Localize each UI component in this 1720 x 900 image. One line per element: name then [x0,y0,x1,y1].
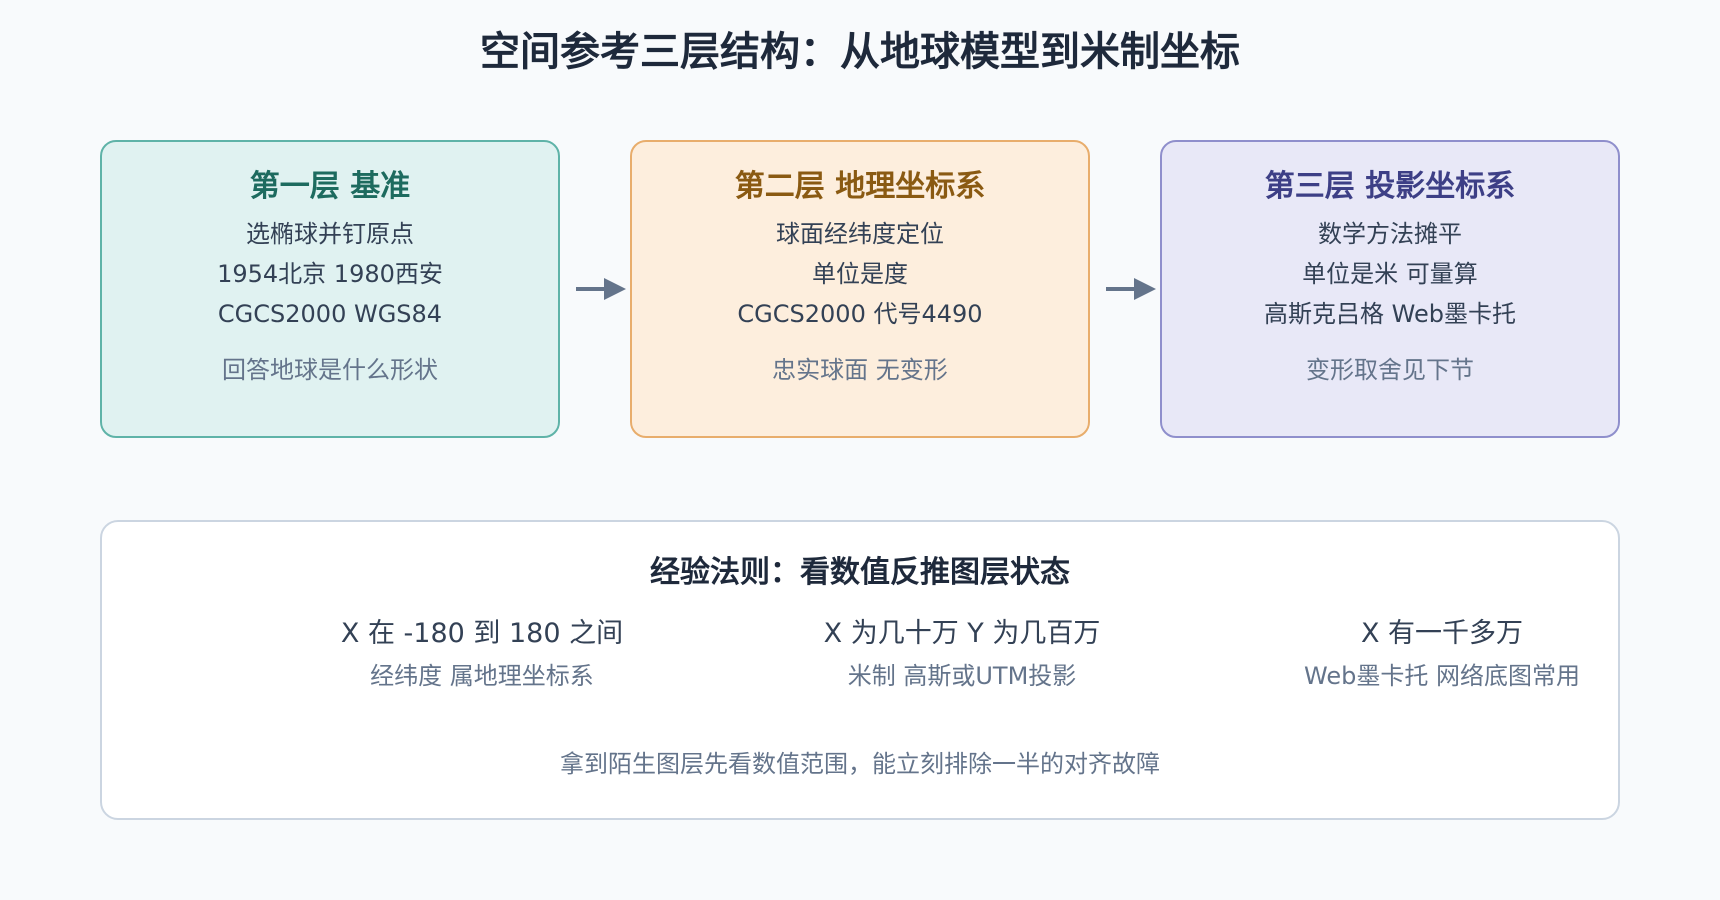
layer-line: 选椭球并钉原点 [246,220,414,248]
layer-note: 忠实球面 无变形 [772,356,948,384]
layer-card-projected: 第三层 投影坐标系 数学方法摊平 单位是米 可量算 高斯克吕格 Web墨卡托 变… [1160,140,1620,438]
arrow-right-icon [576,278,626,300]
layer-line: CGCS2000 WGS84 [217,300,443,328]
layer-title: 第二层 地理坐标系 [734,169,986,204]
layer-line: 单位是米 可量算 [1302,260,1478,288]
layer-line: CGCS2000 代号4490 [737,300,983,328]
rule-desc: Web墨卡托 网络底图常用 [1304,662,1580,690]
layer-card-datum: 第一层 基准 选椭球并钉原点 1954北京 1980西安 CGCS2000 WG… [100,140,560,438]
rule-desc: 米制 高斯或UTM投影 [847,662,1077,690]
layer-line: 单位是度 [812,260,908,288]
rule-desc: 经纬度 属地理坐标系 [370,662,594,690]
layer-title: 第三层 投影坐标系 [1264,169,1516,204]
layer-line: 数学方法摊平 [1318,220,1462,248]
layer-line: 1954北京 1980西安 [217,260,443,288]
rule-value: X 有一千多万 [1360,618,1524,649]
arrow-right-icon [1106,278,1156,300]
rule-item: X 有一千多万 Web墨卡托 网络底图常用 [1232,614,1652,696]
rule-item: X 在 -180 到 180 之间 经纬度 属地理坐标系 [272,614,692,696]
page-title: 空间参考三层结构：从地球模型到米制坐标 [480,29,1240,75]
rules-title: 经验法则：看数值反推图层状态 [650,555,1070,590]
layer-card-geographic: 第二层 地理坐标系 球面经纬度定位 单位是度 CGCS2000 代号4490 忠… [630,140,1090,438]
rules-footnote: 拿到陌生图层先看数值范围，能立刻排除一半的对齐故障 [560,750,1160,778]
layer-note: 变形取舍见下节 [1306,356,1474,384]
rules-panel: 经验法则：看数值反推图层状态 X 在 -180 到 180 之间 经纬度 属地理… [100,520,1620,820]
rule-value: X 为几十万 Y 为几百万 [823,618,1101,649]
rule-item: X 为几十万 Y 为几百万 米制 高斯或UTM投影 [752,614,1172,696]
layer-title: 第一层 基准 [249,169,411,204]
layer-note: 回答地球是什么形状 [222,356,438,384]
layer-line: 球面经纬度定位 [776,220,944,248]
layer-line: 高斯克吕格 Web墨卡托 [1264,300,1516,328]
rule-value: X 在 -180 到 180 之间 [340,618,624,649]
